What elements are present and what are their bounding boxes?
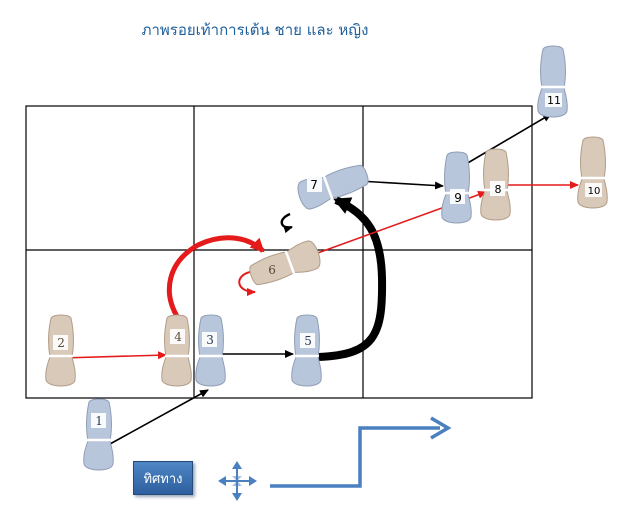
footprint-3-man: 3: [195, 314, 226, 387]
step-6-number: 6: [268, 263, 276, 277]
footprints: 1 2 3 4 5: [45, 45, 608, 471]
direction-step-arrow-icon: [270, 416, 452, 488]
step-11-number: 11: [547, 94, 561, 107]
man-path-arrows: [109, 113, 552, 445]
direction-button[interactable]: ทิศทาง: [133, 461, 193, 495]
footprint-10-woman: 10: [577, 136, 608, 209]
footprint-5-man: 5: [291, 314, 322, 387]
compass-cross-icon: [218, 461, 257, 501]
footprint-9-man: 9: [441, 151, 472, 224]
footprint-4-woman: 4: [161, 314, 192, 387]
footprint-1-man: 1: [83, 398, 114, 471]
step-5-number: 5: [304, 334, 312, 348]
step-10-number: 10: [588, 186, 601, 197]
step-1-number: 1: [95, 414, 103, 428]
footprint-11-man: 11: [537, 45, 568, 118]
footprint-8-woman: 8: [480, 148, 511, 221]
footprint-7-man: 7: [297, 164, 369, 210]
floor-grid: [25, 105, 533, 399]
step-2-number: 2: [57, 336, 65, 350]
diagram-title: ภาพรอยเท้าการเต้น ชาย และ หญิง: [141, 21, 369, 39]
footprint-6-woman: 6: [249, 240, 321, 286]
step-4-number: 4: [174, 330, 182, 344]
step-9-number: 9: [454, 191, 462, 205]
step-8-number: 8: [495, 183, 502, 196]
step-3-number: 3: [206, 333, 214, 347]
step-7-number: 7: [310, 178, 318, 192]
footprint-2-woman: 2: [45, 314, 76, 387]
